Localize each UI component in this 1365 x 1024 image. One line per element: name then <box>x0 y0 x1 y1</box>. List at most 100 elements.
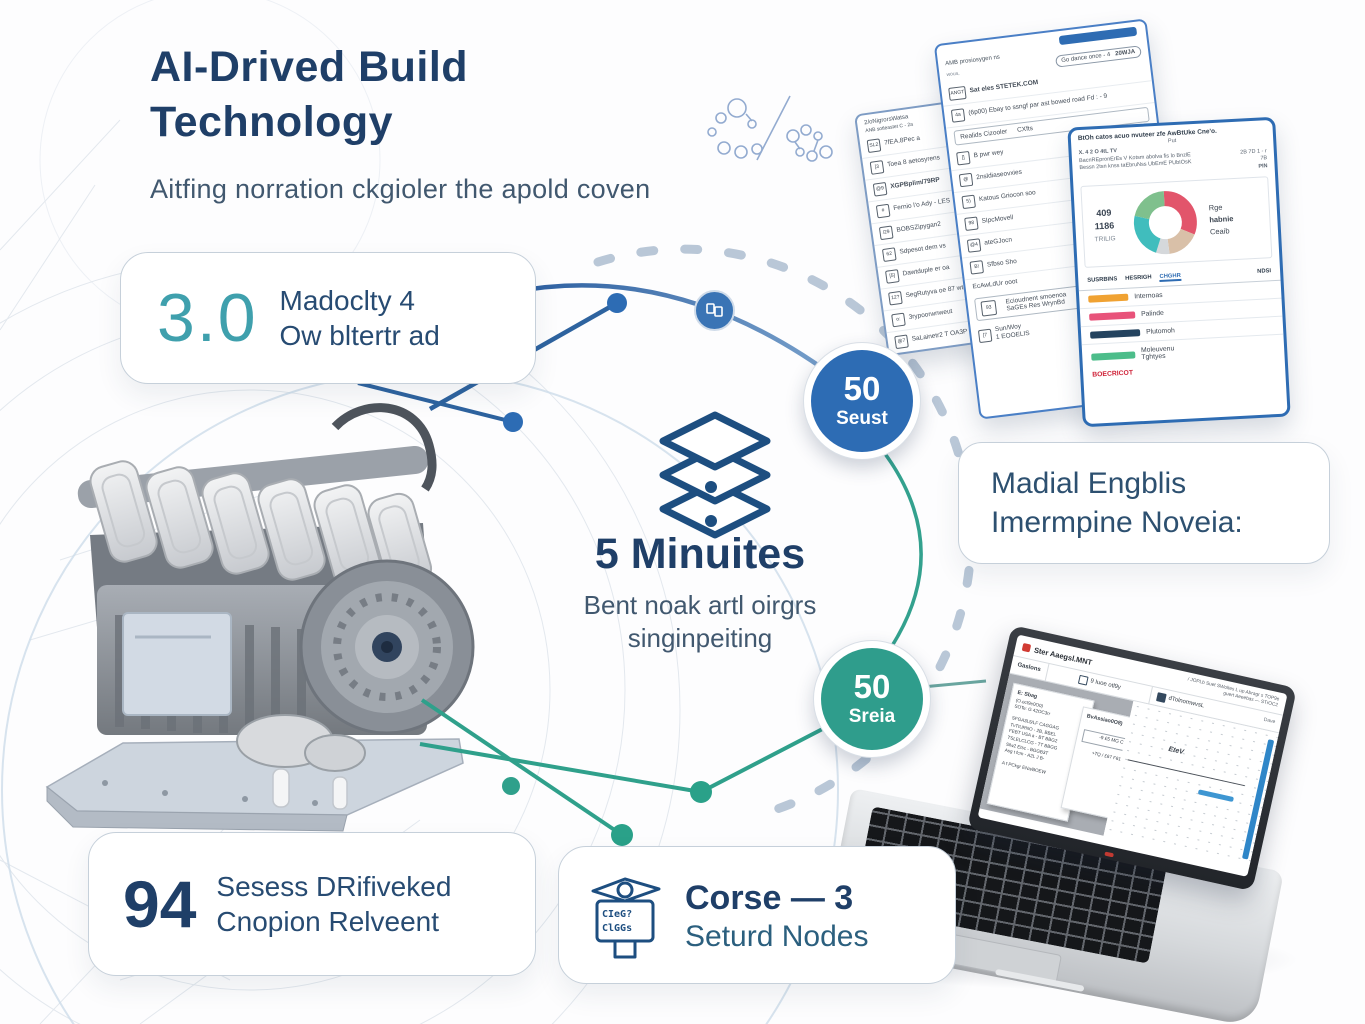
row-text: 3rypoorwnweut <box>908 308 953 322</box>
th-3: CHGHR <box>1159 273 1182 283</box>
course-subtitle: Seturd Nodes <box>685 920 869 954</box>
medial-line-2: Imermpine Noveia: <box>991 506 1243 539</box>
svg-text:CIeG?: CIeG? <box>602 909 632 920</box>
chart-progress-bar <box>1198 789 1235 802</box>
chart-label-2: habnie <box>1209 214 1234 225</box>
stat-card-medial: Madial Engblis Imermpine Noveia: <box>958 442 1330 564</box>
row-label: Plutomoh <box>1145 327 1175 336</box>
value-bar <box>1088 293 1129 303</box>
stat-value: 3.0 <box>157 280 258 356</box>
row-label: Internoas <box>1134 292 1163 301</box>
page-title-line1: AI-Drived Build <box>150 43 469 91</box>
doc3-right-small: 2B 7D 1 - r 7B PIN <box>1226 148 1275 173</box>
row-icon: ANGT <box>948 85 967 101</box>
center-sub-line2: singinpeiting <box>627 622 773 653</box>
badge-value: 50 <box>853 668 891 705</box>
nav-center-label: 9 Iuoe otl9y <box>1089 678 1122 692</box>
row-text: SaLainetr2 T OA3P <box>911 328 968 344</box>
row-icon: [3 <box>869 160 885 175</box>
doc3-stats: 409 1186 TRILIG <box>1087 206 1123 246</box>
center-heading: 5 Minuites <box>594 530 806 578</box>
row-text: Dawtduple er oa <box>902 264 951 278</box>
chart-label-3: Ceaib <box>1209 226 1230 237</box>
medial-line-1: Madial Engblis <box>991 467 1187 500</box>
chart-axis-line <box>1127 759 1245 787</box>
app-logo-icon <box>1021 643 1032 653</box>
row-icon: 12? <box>888 290 903 306</box>
row-text: 2nsldiaseovxies <box>975 169 1023 182</box>
stat-labels: Sesess DRifiveked Cnopion Relveent <box>216 869 451 939</box>
engine-flywheel <box>299 559 475 735</box>
chart-label: EteV <box>1167 745 1185 756</box>
stat-label-1: Sesess DRifiveked <box>216 871 452 902</box>
box-icon: 93 <box>980 299 998 317</box>
stat-label-2: Cnopion Relveent <box>216 906 440 937</box>
molecule-doodles-icon <box>707 95 833 162</box>
row-label-extra: Tghtyes <box>1141 352 1166 362</box>
title-block: AI-Drived Build Technology Aitfing norra… <box>150 40 770 205</box>
row-icon: 98 <box>964 216 979 231</box>
value-bar <box>1089 311 1136 321</box>
row-icon: [5] <box>885 269 900 284</box>
row-icon: [] <box>956 150 971 166</box>
layers-icon <box>659 411 771 539</box>
badge-label: Seust <box>836 408 888 429</box>
box-left: Realids Cizooler <box>959 128 1008 141</box>
row-icon: o: <box>891 312 906 328</box>
center-subtitle: Bent noak artl oirgrs singinpeiting <box>520 589 880 654</box>
row-icon: @ <box>958 172 974 188</box>
course-title: Corse — 3 <box>685 878 854 917</box>
doc2-subheader: wous, <box>946 70 960 78</box>
nav-right-label: dTolnomwvsL <box>1167 696 1205 710</box>
doc3-pin: PIN <box>1258 162 1268 170</box>
stat-3: TRILIG <box>1094 235 1116 244</box>
row-icon: B! <box>969 260 984 275</box>
laptop-brand-dot <box>1104 851 1115 858</box>
doc3-chart-row: 409 1186 TRILIG Rge habnie Ceaib <box>1080 176 1273 269</box>
th-4: NDSI <box>1257 268 1272 276</box>
engine-intake-covers <box>89 460 433 589</box>
center-sub-line1: Bent noak artl oirgrs <box>583 590 817 620</box>
row-icon: [7 <box>977 328 993 343</box>
stat-2: 1186 <box>1094 220 1115 232</box>
row-text: B pwr wey <box>973 149 1004 160</box>
engine-post <box>272 768 290 808</box>
pill-value: 20WJA <box>1114 48 1136 58</box>
stat-labels: Corse — 3 Seturd Nodes <box>685 876 868 954</box>
row-icon: @7 <box>894 334 909 350</box>
th-1: SUSRBINS <box>1087 276 1118 284</box>
row-icon: 5) <box>961 194 976 210</box>
row-label: Palinde <box>1140 309 1165 319</box>
value-bar <box>1091 351 1136 361</box>
stat-card-sessions: 94 Sesess DRifiveked Cnopion Relveent <box>88 832 536 976</box>
doc-icon <box>1077 674 1089 686</box>
page-subtitle: Aitfing norration ckgioler the apold cov… <box>150 174 651 205</box>
signboard-icon: CIeG? ClGGs <box>591 877 661 959</box>
row-text: Sat eles STETEK.COM <box>969 79 1039 95</box>
chart-label-1: Rge <box>1208 202 1223 213</box>
stat-label-2: Ow bltertr ad <box>279 320 440 351</box>
row-text: BOBSZipygan2 <box>896 221 942 235</box>
stat-value: 94 <box>123 867 197 941</box>
svg-text:ClGGs: ClGGs <box>602 923 632 934</box>
row-text: EcAwLdUr ooot <box>972 278 1018 291</box>
stat-card-modularity: 3.0 Madoclty 4 Ow bltertr ad <box>120 252 536 384</box>
arc-node-icon <box>694 290 735 331</box>
row-icon: @9 <box>872 181 888 197</box>
diagonal-connector-2 <box>357 381 514 424</box>
row-text: Sdpesot dem vs <box>899 242 947 257</box>
row-icon: 4a <box>950 108 966 123</box>
row-text: ateGJocn <box>983 236 1013 248</box>
stat-labels: Madial Engblis Imermpine Noveia: <box>991 464 1243 542</box>
engine-illustration <box>45 403 475 832</box>
engine-front-box <box>122 612 232 716</box>
row-text: SIpcMovell <box>981 214 1014 226</box>
badge-seust: 50 Seust <box>803 342 921 460</box>
pill-text: Go dance once - 4 <box>1060 52 1111 65</box>
row-text: 7fEA.8Pec a <box>883 135 921 148</box>
row-icon: @4 <box>966 238 982 253</box>
box-right: CXfts <box>1016 125 1034 134</box>
row-icon: 62 <box>881 247 897 262</box>
document-card-front: BtOh catos acuo nvuteer zfe AwBtUke Cne'… <box>1067 116 1291 428</box>
